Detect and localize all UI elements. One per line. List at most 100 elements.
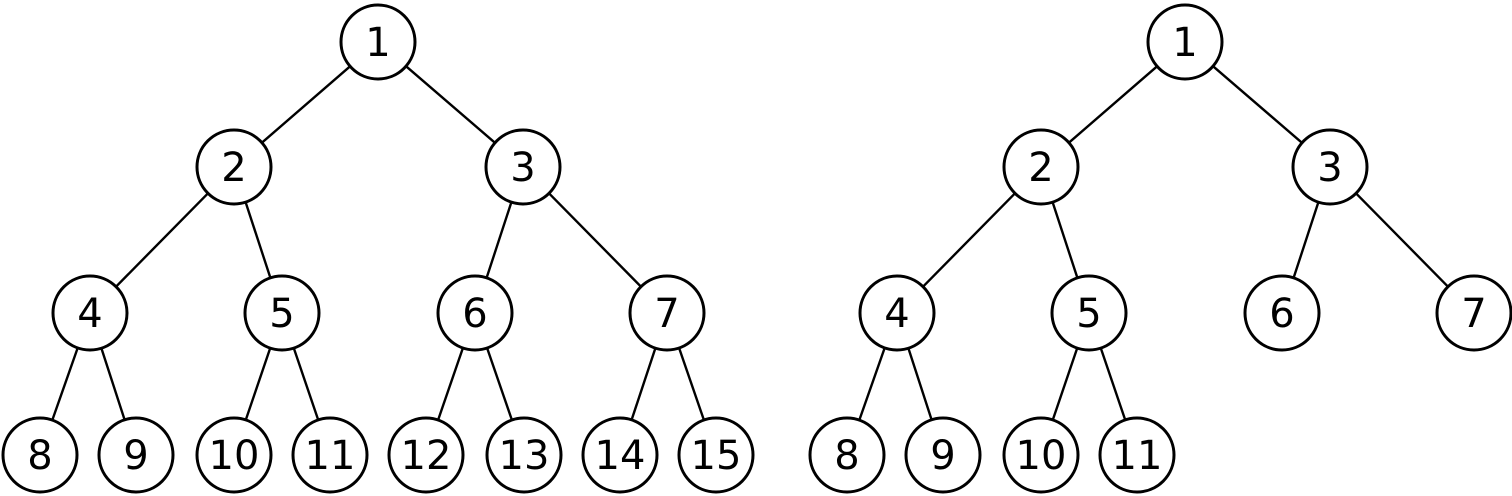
- node-t1-n7: 7: [628, 274, 706, 352]
- node-t1-n10: 10: [195, 416, 273, 494]
- node-t2-n2: 2: [1002, 128, 1080, 206]
- node-t1-n12: 12: [387, 416, 465, 494]
- node-circle: [485, 416, 563, 494]
- node-circle: [1002, 128, 1080, 206]
- node-label: 9: [123, 433, 148, 479]
- node-label: 6: [1269, 291, 1294, 337]
- node-circle: [339, 3, 417, 81]
- edge-t2-n5-t2-n11: [1099, 347, 1127, 421]
- node-t1-n9: 9: [97, 416, 175, 494]
- node-t1-n4: 4: [51, 274, 129, 352]
- edges: [51, 65, 706, 421]
- node-t1-n6: 6: [436, 274, 514, 352]
- edge-t1-n6-t1-n13: [485, 347, 514, 421]
- node-t2-n8: 8: [808, 416, 886, 494]
- node-t1-n2: 2: [195, 128, 273, 206]
- node-label: 4: [77, 291, 102, 337]
- node-t2-n1: 1: [1146, 3, 1224, 81]
- node-circle: [581, 416, 659, 494]
- node-label: 5: [1076, 291, 1101, 337]
- node-label: 11: [305, 433, 356, 479]
- node-t1-n8: 8: [1, 416, 79, 494]
- node-circle: [808, 416, 886, 494]
- edge-t2-n5-t2-n10: [1051, 347, 1079, 421]
- node-label: 1: [1172, 20, 1197, 66]
- node-circle: [858, 274, 936, 352]
- node-label: 2: [221, 145, 246, 191]
- complete-binary-tree: 1 2 3 4 5 6 7 8 9 10 11: [808, 3, 1512, 494]
- node-circle: [1146, 3, 1224, 81]
- node-label: 10: [209, 433, 260, 479]
- node-label: 7: [654, 291, 679, 337]
- node-label: 8: [27, 433, 52, 479]
- node-label: 4: [884, 291, 909, 337]
- node-circle: [484, 128, 562, 206]
- node-label: 14: [595, 433, 646, 479]
- edges: [858, 65, 1449, 421]
- node-circle: [1243, 274, 1321, 352]
- node-circle: [904, 416, 982, 494]
- edge-t1-n3-t1-n7: [548, 192, 642, 288]
- node-t2-n7: 7: [1435, 274, 1512, 352]
- node-label: 1: [365, 20, 390, 66]
- node-label: 6: [462, 291, 487, 337]
- node-circle: [436, 274, 514, 352]
- node-t1-n3: 3: [484, 128, 562, 206]
- node-circle: [1, 416, 79, 494]
- node-circle: [628, 274, 706, 352]
- node-t1-n11: 11: [291, 416, 369, 494]
- edge-t2-n2-t2-n4: [922, 192, 1016, 288]
- edge-t1-n1-t1-n2: [261, 65, 351, 144]
- node-circle: [1435, 274, 1512, 352]
- node-circle: [291, 416, 369, 494]
- node-label: 13: [499, 433, 550, 479]
- node-circle: [1291, 128, 1369, 206]
- edge-t2-n3-t2-n7: [1355, 192, 1449, 288]
- node-circle: [51, 274, 129, 352]
- nodes: 1 2 3 4 5 6 7 8 9 10 11: [808, 3, 1512, 494]
- node-circle: [1098, 416, 1176, 494]
- node-t2-n6: 6: [1243, 274, 1321, 352]
- node-t1-n5: 5: [243, 274, 321, 352]
- node-t2-n5: 5: [1050, 274, 1128, 352]
- edge-t1-n5-t1-n10: [244, 347, 272, 421]
- node-label: 2: [1028, 145, 1053, 191]
- edge-t1-n4-t1-n8: [51, 347, 79, 421]
- edge-t1-n1-t1-n3: [405, 65, 496, 144]
- node-t2-n9: 9: [904, 416, 982, 494]
- node-t1-n15: 15: [677, 416, 755, 494]
- edge-t2-n4-t2-n8: [858, 347, 886, 421]
- node-label: 8: [834, 433, 859, 479]
- node-circle: [243, 274, 321, 352]
- node-circle: [97, 416, 175, 494]
- edge-t1-n4-t1-n9: [100, 347, 126, 421]
- node-t1-n1: 1: [339, 3, 417, 81]
- node-circle: [195, 416, 273, 494]
- node-t2-n11: 11: [1098, 416, 1176, 494]
- node-label: 12: [401, 433, 452, 479]
- edge-t2-n1-t2-n3: [1212, 65, 1303, 144]
- node-label: 11: [1112, 433, 1163, 479]
- edge-t1-n7-t1-n15: [677, 347, 706, 421]
- node-t2-n4: 4: [858, 274, 936, 352]
- edge-t1-n2-t1-n5: [244, 201, 272, 279]
- node-label: 10: [1016, 433, 1067, 479]
- node-circle: [387, 416, 465, 494]
- node-t1-n13: 13: [485, 416, 563, 494]
- node-label: 5: [269, 291, 294, 337]
- node-circle: [1050, 274, 1128, 352]
- node-label: 3: [510, 145, 535, 191]
- node-circle: [195, 128, 273, 206]
- edge-t1-n6-t1-n12: [436, 347, 465, 421]
- edge-t2-n1-t2-n2: [1068, 65, 1158, 144]
- node-t2-n10: 10: [1002, 416, 1080, 494]
- edge-t1-n2-t1-n4: [115, 192, 209, 288]
- edge-t1-n7-t1-n14: [630, 347, 657, 421]
- node-label: 9: [930, 433, 955, 479]
- node-label: 15: [691, 433, 742, 479]
- node-label: 3: [1317, 145, 1342, 191]
- node-circle: [677, 416, 755, 494]
